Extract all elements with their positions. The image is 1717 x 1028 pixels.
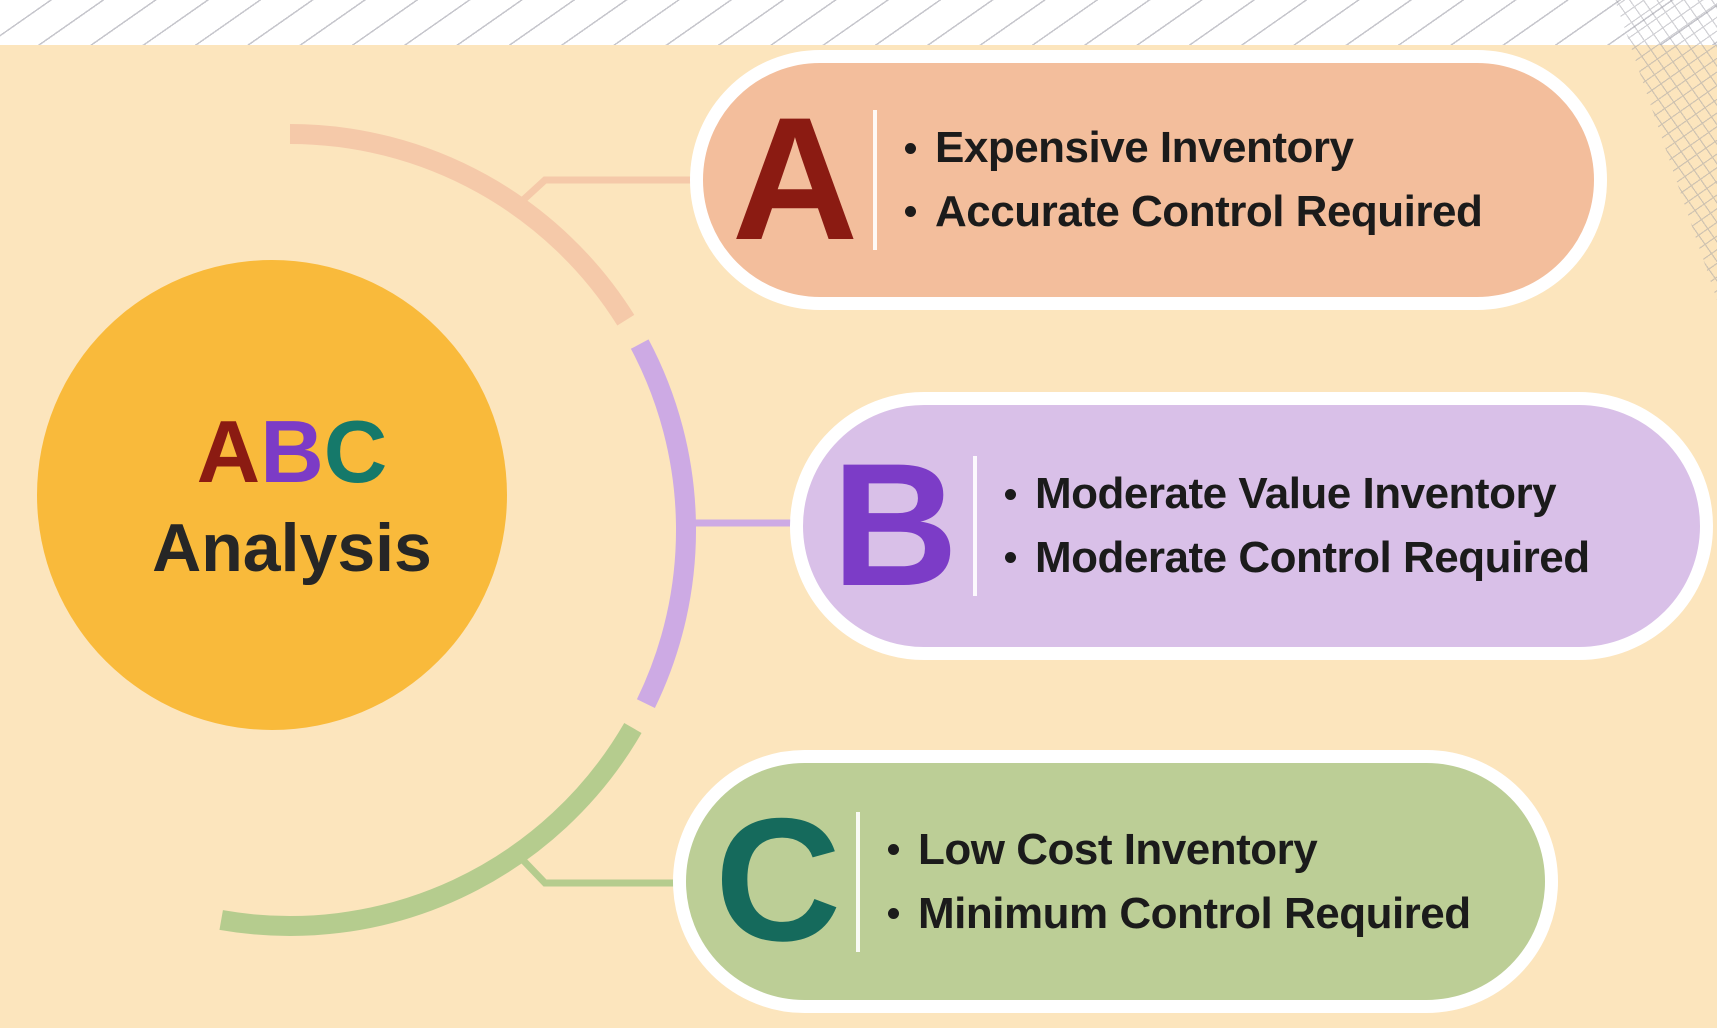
connector-a [518, 176, 700, 205]
hub-title-abc: ABC [197, 408, 388, 496]
card-b-letter: B [831, 427, 958, 623]
hub-letter-a: A [196, 402, 261, 501]
arc-segment-c [219, 722, 642, 936]
bullet-text: Expensive Inventory [935, 123, 1354, 173]
list-item: Moderate Control Required [1005, 526, 1590, 590]
bullet-text: Accurate Control Required [935, 187, 1483, 236]
card-a-divider [873, 110, 877, 250]
bullet-text: Moderate Value Inventory [1035, 469, 1557, 519]
card-c-divider [856, 811, 860, 952]
list-item: Moderate Value Inventory [1005, 462, 1590, 526]
bullet-text: Minimum Control Required [918, 888, 1471, 938]
bullet-dot [888, 907, 899, 919]
bullet-text: Low Cost Inventory [918, 824, 1318, 874]
card-a-letter: A [731, 81, 858, 277]
bullet-text: Moderate Control Required [1035, 533, 1590, 582]
hub-title-word: Analysis [152, 510, 432, 586]
card-c: C Low Cost Inventory Minimum Control Req… [673, 750, 1558, 1013]
hub-letter-b: B [260, 402, 324, 501]
list-item: Low Cost Inventory [888, 818, 1471, 882]
card-c-letter: C [714, 783, 841, 979]
bullet-dot [888, 844, 899, 856]
card-a-bullet-list: Expensive Inventory Accurate Control Req… [877, 116, 1483, 244]
connector-c [518, 855, 700, 887]
top-hatch-strip [0, 0, 1717, 45]
card-b-divider [973, 456, 977, 596]
bullet-dot [905, 206, 916, 218]
bullet-dot [1005, 488, 1016, 500]
hub-letter-c: C [323, 402, 388, 501]
arc-segment-a [289, 124, 635, 326]
card-c-bullet-list: Low Cost Inventory Minimum Control Requi… [860, 818, 1471, 946]
central-circle: ABC Analysis [37, 260, 507, 730]
list-item: Accurate Control Required [905, 180, 1483, 244]
bullet-dot [905, 142, 916, 154]
card-b: B Moderate Value Inventory Moderate Cont… [790, 392, 1713, 660]
card-b-bullet-list: Moderate Value Inventory Moderate Contro… [977, 462, 1590, 590]
arc-segment-b [630, 339, 697, 708]
bullet-dot [1005, 552, 1016, 564]
list-item: Minimum Control Required [888, 882, 1471, 946]
list-item: Expensive Inventory [905, 116, 1482, 180]
card-a: A Expensive Inventory Accurate Control R… [690, 50, 1607, 310]
